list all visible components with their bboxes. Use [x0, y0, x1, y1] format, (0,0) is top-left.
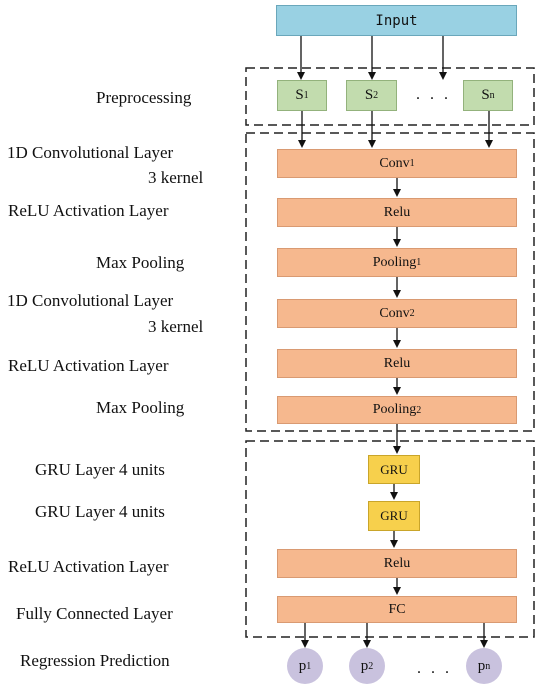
sn-label: S	[481, 87, 490, 103]
label-preprocessing: Preprocessing	[96, 88, 192, 107]
label-gru1: GRU Layer 4 units	[35, 460, 165, 479]
relu1-label: Relu	[383, 204, 411, 220]
label-conv1-kernel: 3 kernel	[148, 168, 204, 187]
relu3-box: Relu	[277, 549, 517, 578]
outputs-ellipsis: . . .	[417, 660, 452, 677]
inputs-ellipsis: . . .	[416, 86, 451, 103]
gru1-label: GRU	[380, 461, 408, 477]
relu2-box: Relu	[277, 349, 517, 378]
pool1-label: Pooling	[372, 254, 417, 270]
p1-subscript: 1	[306, 660, 312, 672]
relu3-label: Relu	[383, 555, 411, 571]
sn-subscript: n	[489, 90, 495, 101]
label-pool2: Max Pooling	[96, 398, 185, 417]
gru1-box: GRU	[368, 455, 420, 484]
p2-label: p	[360, 657, 369, 674]
s2-subscript: 2	[373, 90, 379, 101]
preprocessing-group-frame	[245, 67, 535, 126]
relu1-box: Relu	[277, 198, 517, 227]
input-label: Input	[375, 12, 418, 29]
conv2-subscript: 2	[409, 308, 415, 319]
pool1-subscript: 1	[416, 257, 422, 268]
pool2-label: Pooling	[372, 402, 417, 417]
label-gru2: GRU Layer 4 units	[35, 502, 165, 521]
s1-label: S	[295, 87, 304, 103]
p1-label: p	[298, 657, 307, 674]
label-prediction: Regression Prediction	[20, 651, 170, 670]
fc-label: FC	[388, 601, 406, 617]
conv1-subscript: 1	[409, 158, 415, 169]
label-fc: Fully Connected Layer	[16, 604, 173, 623]
relu2-label: Relu	[383, 355, 411, 371]
label-pool1: Max Pooling	[96, 253, 185, 272]
pn-label: p	[477, 657, 486, 674]
conv1-label: Conv	[379, 155, 410, 171]
label-conv1-title: 1D Convolutional Layer	[7, 143, 174, 162]
pn-subscript: n	[485, 660, 491, 672]
pool2-subscript: 2	[416, 404, 422, 416]
input-box: Input	[276, 5, 517, 36]
gru2-box: GRU	[368, 501, 420, 531]
s1-subscript: 1	[303, 90, 309, 101]
label-relu3: ReLU Activation Layer	[8, 557, 169, 576]
cnn-group-frame	[245, 132, 535, 432]
gru2-label: GRU	[380, 508, 408, 523]
label-relu1: ReLU Activation Layer	[8, 201, 169, 220]
gru-group-frame	[245, 440, 535, 638]
p2-subscript: 2	[368, 660, 374, 672]
label-relu2: ReLU Activation Layer	[8, 356, 169, 375]
fc-box: FC	[277, 596, 517, 623]
label-conv2-kernel: 3 kernel	[148, 317, 204, 336]
s2-label: S	[364, 87, 374, 103]
conv2-label: Conv	[379, 305, 410, 321]
label-conv2-title: 1D Convolutional Layer	[7, 291, 174, 310]
